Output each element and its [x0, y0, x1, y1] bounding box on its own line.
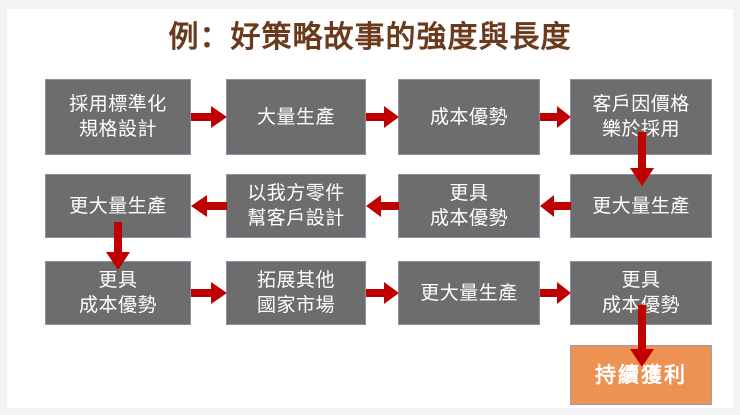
flow-node-label: 更大量生產 [69, 194, 167, 217]
flow-node-line2: 幫客戶設計 [247, 207, 345, 229]
flow-node-label: 更具成本優勢 [46, 268, 190, 318]
arrow-down-r1c4-r2c4 [630, 132, 654, 186]
flow-node-label: 客戶因價格樂於採用 [571, 92, 711, 142]
flow-node-line1: 採用標準化 [69, 93, 167, 115]
flow-node-r2c4[interactable]: 更大量生產 [570, 174, 712, 238]
slide-title: 例：好策略故事的強度與長度 [168, 20, 572, 55]
arrow-right-r3c3-r3c4 [540, 282, 571, 304]
flow-node-r2c2[interactable]: 以我方零件幫客戶設計 [226, 174, 366, 238]
flow-node-r1c2[interactable]: 大量生產 [226, 79, 366, 155]
flow-node-line2: 規格設計 [78, 118, 157, 140]
arrow-left-r2c2-r2c1 [191, 195, 227, 217]
flow-node-r3c1[interactable]: 更具成本優勢 [45, 261, 191, 325]
arrow-down-r3c4-final [630, 305, 654, 367]
flow-node-r3c2[interactable]: 拓展其他國家市場 [226, 261, 366, 325]
flow-node-line1: 更具 [98, 269, 138, 291]
flow-node-line1: 更具 [449, 182, 489, 204]
flow-node-line2: 成本優勢 [429, 207, 508, 229]
flow-node-label: 大量生產 [256, 105, 335, 128]
arrow-right-r3c2-r3c3 [366, 282, 399, 304]
flow-node-r3c3[interactable]: 更大量生產 [398, 261, 540, 325]
flow-node-label: 持續獲利 [595, 362, 687, 387]
flow-node-line1: 更具 [621, 269, 661, 291]
slide-edge-bottom [0, 408, 740, 415]
arrow-right-r3c1-r3c2 [191, 282, 227, 304]
arrow-down-r2c1-r3c1 [106, 222, 130, 270]
flow-node-label: 以我方零件幫客戶設計 [227, 181, 365, 231]
flow-node-line1: 客戶因價格 [592, 93, 690, 115]
flow-node-line1: 以我方零件 [247, 182, 345, 204]
flow-node-label: 採用標準化規格設計 [46, 92, 190, 142]
slide-edge-right [733, 0, 740, 415]
arrow-right-r1c3-r1c4 [540, 106, 571, 128]
arrow-left-r2c3-r2c2 [366, 195, 399, 217]
flow-node-line2: 樂於採用 [601, 118, 680, 140]
arrow-right-r1c2-r1c3 [366, 106, 399, 128]
arrow-left-r2c4-r2c3 [540, 195, 571, 217]
arrow-right-r1c1-r1c2 [191, 106, 227, 128]
flow-node-label: 更大量生產 [592, 194, 690, 217]
flow-node-r2c1[interactable]: 更大量生產 [45, 174, 191, 238]
flow-node-line2: 國家市場 [256, 294, 335, 316]
flow-node-label: 更大量生產 [420, 281, 518, 304]
slide-edge-top [0, 0, 740, 9]
flow-node-label: 拓展其他國家市場 [227, 268, 365, 318]
flow-node-line1: 拓展其他 [256, 269, 335, 291]
flow-node-r2c3[interactable]: 更具成本優勢 [398, 174, 540, 238]
flow-node-line2: 成本優勢 [78, 294, 157, 316]
flow-node-r1c1[interactable]: 採用標準化規格設計 [45, 79, 191, 155]
flow-node-label: 更具成本優勢 [399, 181, 539, 231]
flow-node-label: 成本優勢 [429, 105, 508, 128]
flow-node-r1c3[interactable]: 成本優勢 [398, 79, 540, 155]
slide-edge-left [0, 0, 7, 415]
